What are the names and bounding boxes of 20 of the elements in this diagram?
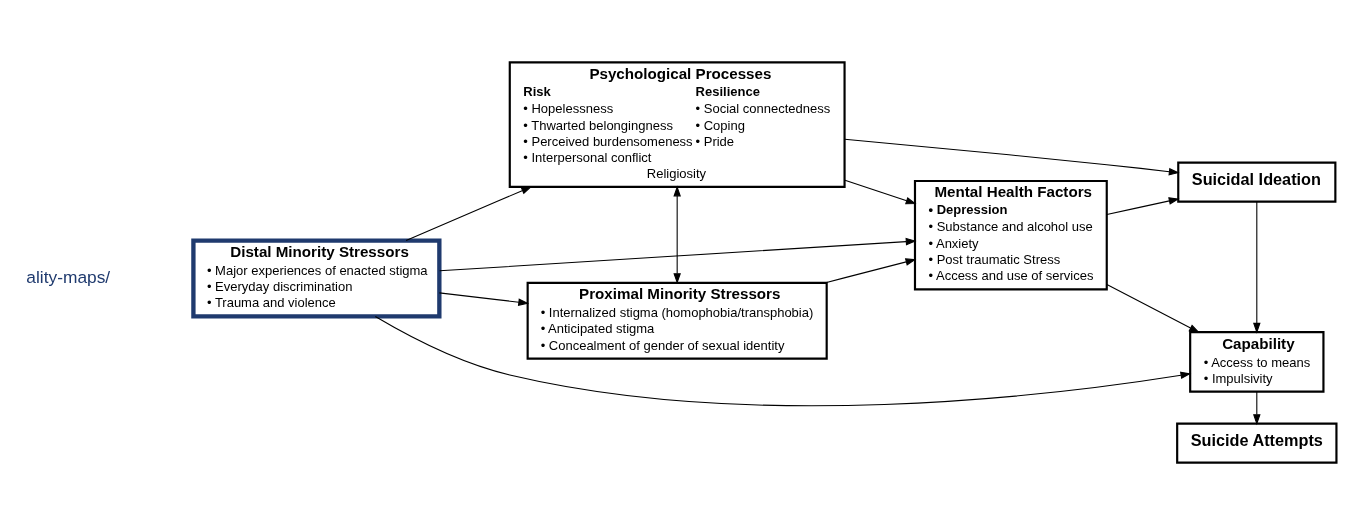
node-box: Mental Health Factors • Depression • Substance and alcohol use • Anxiety • Post traumatic Stress • Access and use of services [913,179,1108,290]
arrow [405,185,533,241]
arrow [844,138,1180,175]
arrow [1106,196,1180,215]
node-box: Suicide Attempts [1176,422,1338,464]
arrow [1106,283,1200,333]
arrow [438,291,530,306]
node-box: Capability • Access to means • Impulsivity [1189,330,1325,393]
arrow [825,257,917,283]
label: ality-maps/ [26,266,111,287]
arrow [673,185,681,284]
arrow [844,179,917,204]
arrow [439,237,917,271]
node-box: Distal Minority Stressors • Major experiences of enacted stigma • Everyday discrimination • Trauma and violence [191,237,442,319]
arrow [1253,200,1261,334]
node-box: Proximal Minority Stressors • Internalized stigma (homophobia/transphobia) • Anticipated stigma • Concealment of gender of sexual identity [526,281,828,360]
node-box: Psychological Processes Risk Resilience • Hopelessness • Social connectedness • Thwarted belongingness • Coping • Perceived burdensomeness • Pride • Interpersonal conflict Religiosity [508,60,846,188]
arrow [1253,390,1261,425]
arrow [374,315,1192,406]
node-box: Suicidal Ideation [1177,160,1337,203]
